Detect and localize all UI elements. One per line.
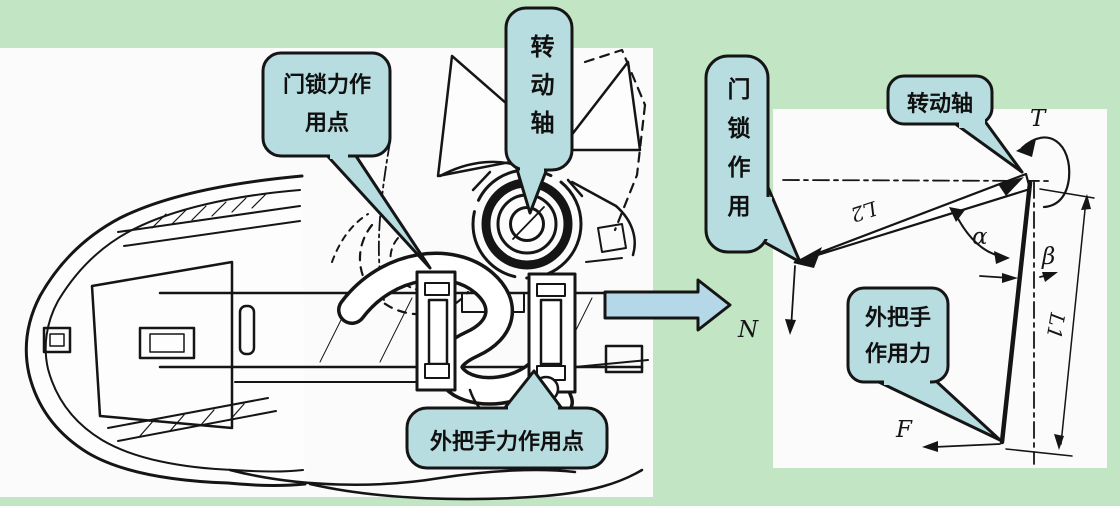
callout-text-rotation-axis-left: 转动轴 — [526, 34, 553, 148]
callout-bubble-lock-force-point — [261, 51, 432, 270]
f-force-arrow — [933, 443, 1001, 448]
handle-lever-arm — [999, 180, 1033, 445]
hatch-top — [151, 193, 267, 229]
alpha-label: α — [972, 224, 988, 250]
transform-arrow-icon — [603, 278, 732, 332]
l1-dimension-line — [1060, 199, 1087, 445]
callout-bubble-lock-action — [704, 54, 802, 264]
beta-label: β — [1041, 244, 1055, 270]
lock-lever-arm — [793, 172, 1032, 264]
housing-inner-shell — [44, 189, 304, 473]
callout-text-handle-force: 外把手作用力 — [864, 305, 931, 366]
callout-bubble-handle-force — [846, 286, 1002, 442]
housing-outline — [24, 174, 307, 487]
f-force-label: F — [895, 417, 913, 443]
l1-label: L1 — [1042, 310, 1070, 341]
callout-text-handle-force-point: 外把手力作用点 — [429, 429, 584, 454]
torque-label: T — [1030, 106, 1047, 132]
callout-text-lock-action: 门锁作用 — [724, 77, 750, 233]
hatch-bottom — [139, 403, 245, 437]
door-handle-assembly-drawing — [24, 48, 649, 501]
callout-text-lock-force-point: 门锁力作用点 — [282, 72, 371, 135]
lock-point-bracket — [415, 270, 457, 392]
n-force-arrow — [790, 265, 796, 330]
force-diagram — [782, 136, 1095, 465]
callout-text-rotation-axis-right: 转动轴 — [906, 91, 973, 116]
callout-bubble-rotation-axis-left — [504, 6, 574, 215]
torque-arc — [1020, 136, 1071, 209]
callout-bubble-handle-force-point — [405, 369, 609, 470]
callout-bubble-rotation-axis-right — [886, 74, 1024, 174]
inner-frame — [90, 260, 234, 430]
n-force-label: N — [737, 317, 759, 343]
callout-bubbles — [261, 6, 1024, 470]
